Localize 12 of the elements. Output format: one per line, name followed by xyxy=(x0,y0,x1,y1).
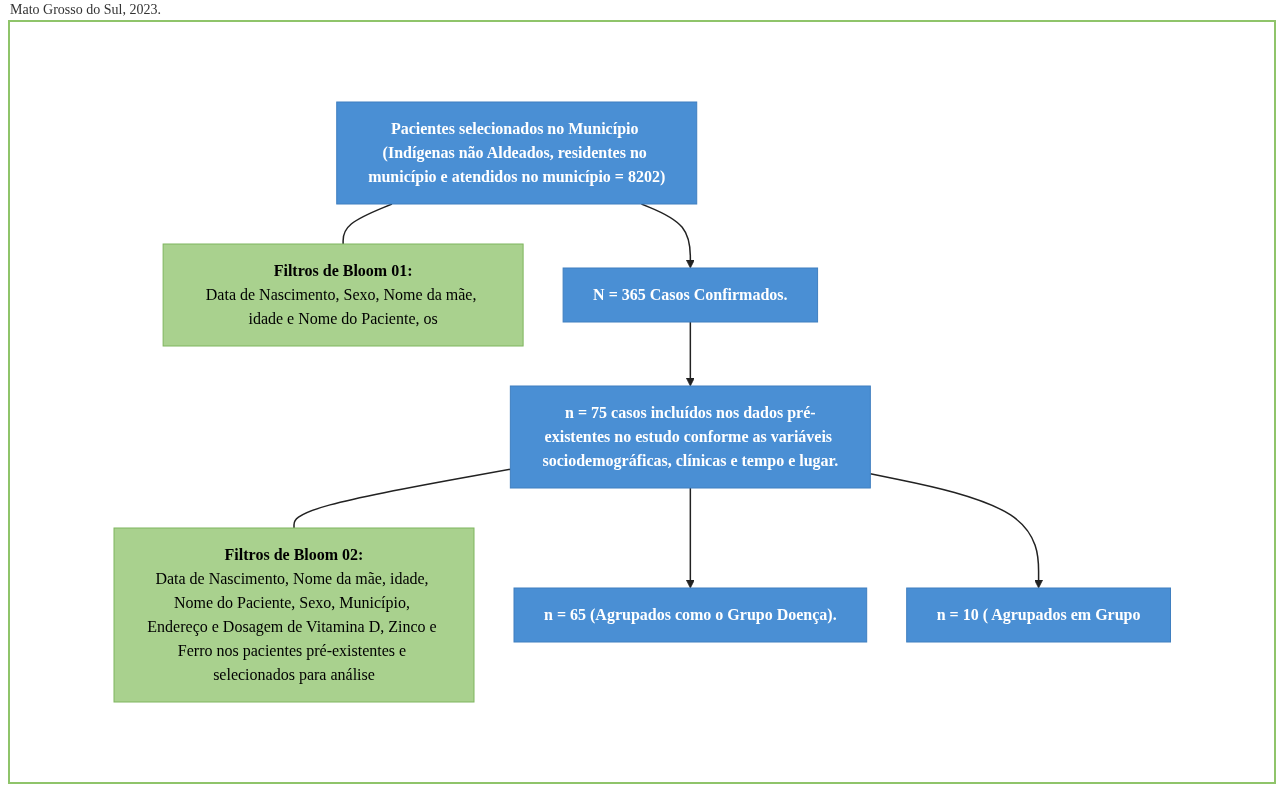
node-box: N = 365 Casos Confirmados. xyxy=(562,267,818,323)
node-box: Filtros de Bloom 02: Data de Nascimento, Nome da mãe, idade, Nome do Paciente, Sexo, Município, Endereço e Dosagem de Vitamina D, Zinco e Ferro nos pacientes pré-existentes e selecionados para análise xyxy=(113,527,475,703)
arrow xyxy=(869,472,1043,589)
note-text: Mato Grosso do Sul, 2023. xyxy=(10,2,161,17)
connector xyxy=(293,468,511,529)
node-box: n = 65 (Agrupados como o Grupo Doença). xyxy=(513,587,867,643)
node-box: n = 10 ( Agrupados em Grupo xyxy=(905,587,1171,643)
arrow xyxy=(685,487,695,589)
node-box: Filtros de Bloom 01: Data de Nascimento, Sexo, Nome da mãe, idade e Nome do Paciente, os xyxy=(162,243,524,347)
node-box: Pacientes selecionados no Município (Indígenas não Aldeados, residentes no município e atendidos no município = 8202) xyxy=(336,101,697,205)
arrow xyxy=(685,321,695,387)
node-box: n = 75 casos incluídos nos dados pré-existentes no estudo conforme as variáveis sociodemográficas, clínicas e tempo e lugar. xyxy=(509,385,871,489)
